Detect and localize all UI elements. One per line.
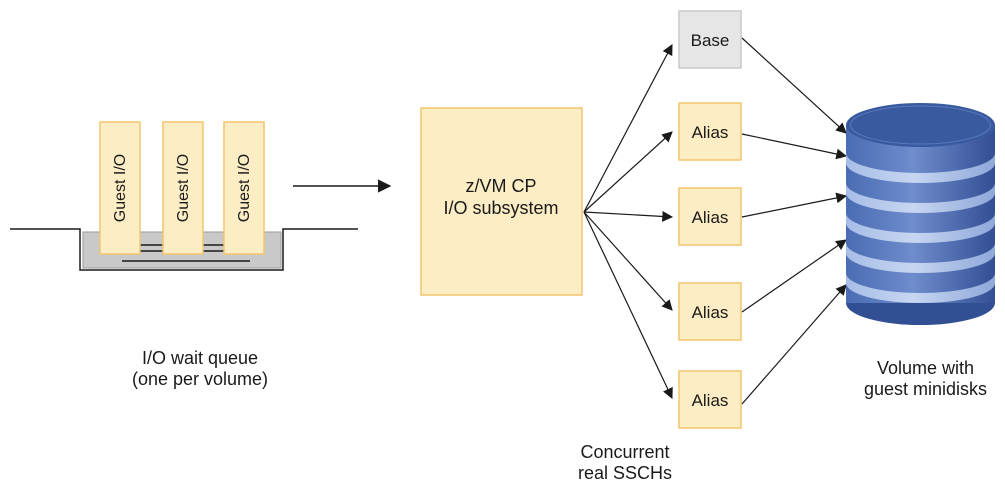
guest-io-label: Guest I/O bbox=[175, 154, 192, 222]
io-subsystem-subtitle: I/O subsystem bbox=[443, 198, 558, 218]
converge-arrow bbox=[741, 192, 848, 218]
subsystem-to-device-arrows bbox=[583, 44, 674, 399]
base-device-box bbox=[678, 10, 742, 69]
alias-device-box bbox=[678, 370, 742, 429]
guest-io-label: Guest I/O bbox=[236, 154, 253, 222]
queue-ground-line bbox=[10, 228, 358, 271]
fanout-arrow bbox=[583, 211, 674, 222]
alias-device-label: Alias bbox=[692, 123, 729, 142]
converge-arrow bbox=[741, 37, 847, 134]
fanout-arrow bbox=[583, 44, 673, 213]
guest-io-box bbox=[99, 121, 141, 255]
guest-io-request: Guest I/O bbox=[162, 121, 204, 255]
io-subsystem-title: z/VM CP bbox=[465, 176, 536, 196]
disk-band bbox=[846, 213, 995, 244]
guest-io-box bbox=[162, 121, 204, 255]
cylinder-bottom bbox=[846, 303, 995, 325]
disk-band bbox=[846, 243, 995, 273]
cylinder-body bbox=[846, 125, 995, 303]
converge-arrow bbox=[741, 133, 848, 160]
alias-device-box bbox=[678, 102, 742, 161]
device-alias: Alias bbox=[678, 187, 742, 246]
device-base: Base bbox=[678, 10, 742, 69]
concurrent-ssch-caption: Concurrent real SSCHs bbox=[555, 442, 695, 484]
alias-device-label: Alias bbox=[692, 303, 729, 322]
converge-arrow bbox=[741, 239, 847, 313]
device-to-volume-arrows bbox=[741, 37, 848, 405]
caption-line: I/O wait queue bbox=[141, 348, 259, 368]
caption-line: (one per volume) bbox=[131, 369, 269, 389]
io-subsystem-box bbox=[420, 107, 583, 296]
cylinder-top bbox=[846, 103, 995, 147]
volume-caption: Volume with guest minidisks bbox=[848, 358, 1003, 400]
io-subsystem: z/VM CP I/O subsystem bbox=[420, 107, 583, 296]
base-device-label: Base bbox=[691, 31, 730, 50]
converge-arrow bbox=[741, 284, 847, 405]
fanout-arrow bbox=[583, 211, 673, 311]
alias-device-box bbox=[678, 282, 742, 341]
device-alias: Alias bbox=[678, 370, 742, 429]
caption-line: Volume with bbox=[876, 358, 975, 378]
fanout-arrow bbox=[583, 211, 673, 399]
volume-cylinder bbox=[846, 103, 995, 325]
disk-band bbox=[846, 153, 995, 184]
fanout-arrow bbox=[583, 131, 673, 213]
io-wait-queue: Guest I/O Guest I/O Guest I/O bbox=[10, 121, 358, 271]
disk-band bbox=[846, 273, 995, 303]
alias-device-label: Alias bbox=[692, 208, 729, 227]
guest-io-label: Guest I/O bbox=[112, 154, 129, 222]
alias-device-box bbox=[678, 187, 742, 246]
guest-io-box bbox=[223, 121, 265, 255]
guest-io-request: Guest I/O bbox=[99, 121, 141, 255]
caption-line: Concurrent bbox=[580, 442, 670, 462]
alias-device-label: Alias bbox=[692, 391, 729, 410]
device-alias: Alias bbox=[678, 282, 742, 341]
guest-io-request: Guest I/O bbox=[223, 121, 265, 255]
disk-band bbox=[846, 183, 995, 214]
caption-line: real SSCHs bbox=[577, 463, 673, 483]
cylinder-top-highlight bbox=[850, 105, 991, 145]
device-alias: Alias bbox=[678, 102, 742, 161]
caption-line: guest minidisks bbox=[863, 379, 988, 399]
io-wait-queue-caption: I/O wait queue (one per volume) bbox=[90, 348, 310, 390]
